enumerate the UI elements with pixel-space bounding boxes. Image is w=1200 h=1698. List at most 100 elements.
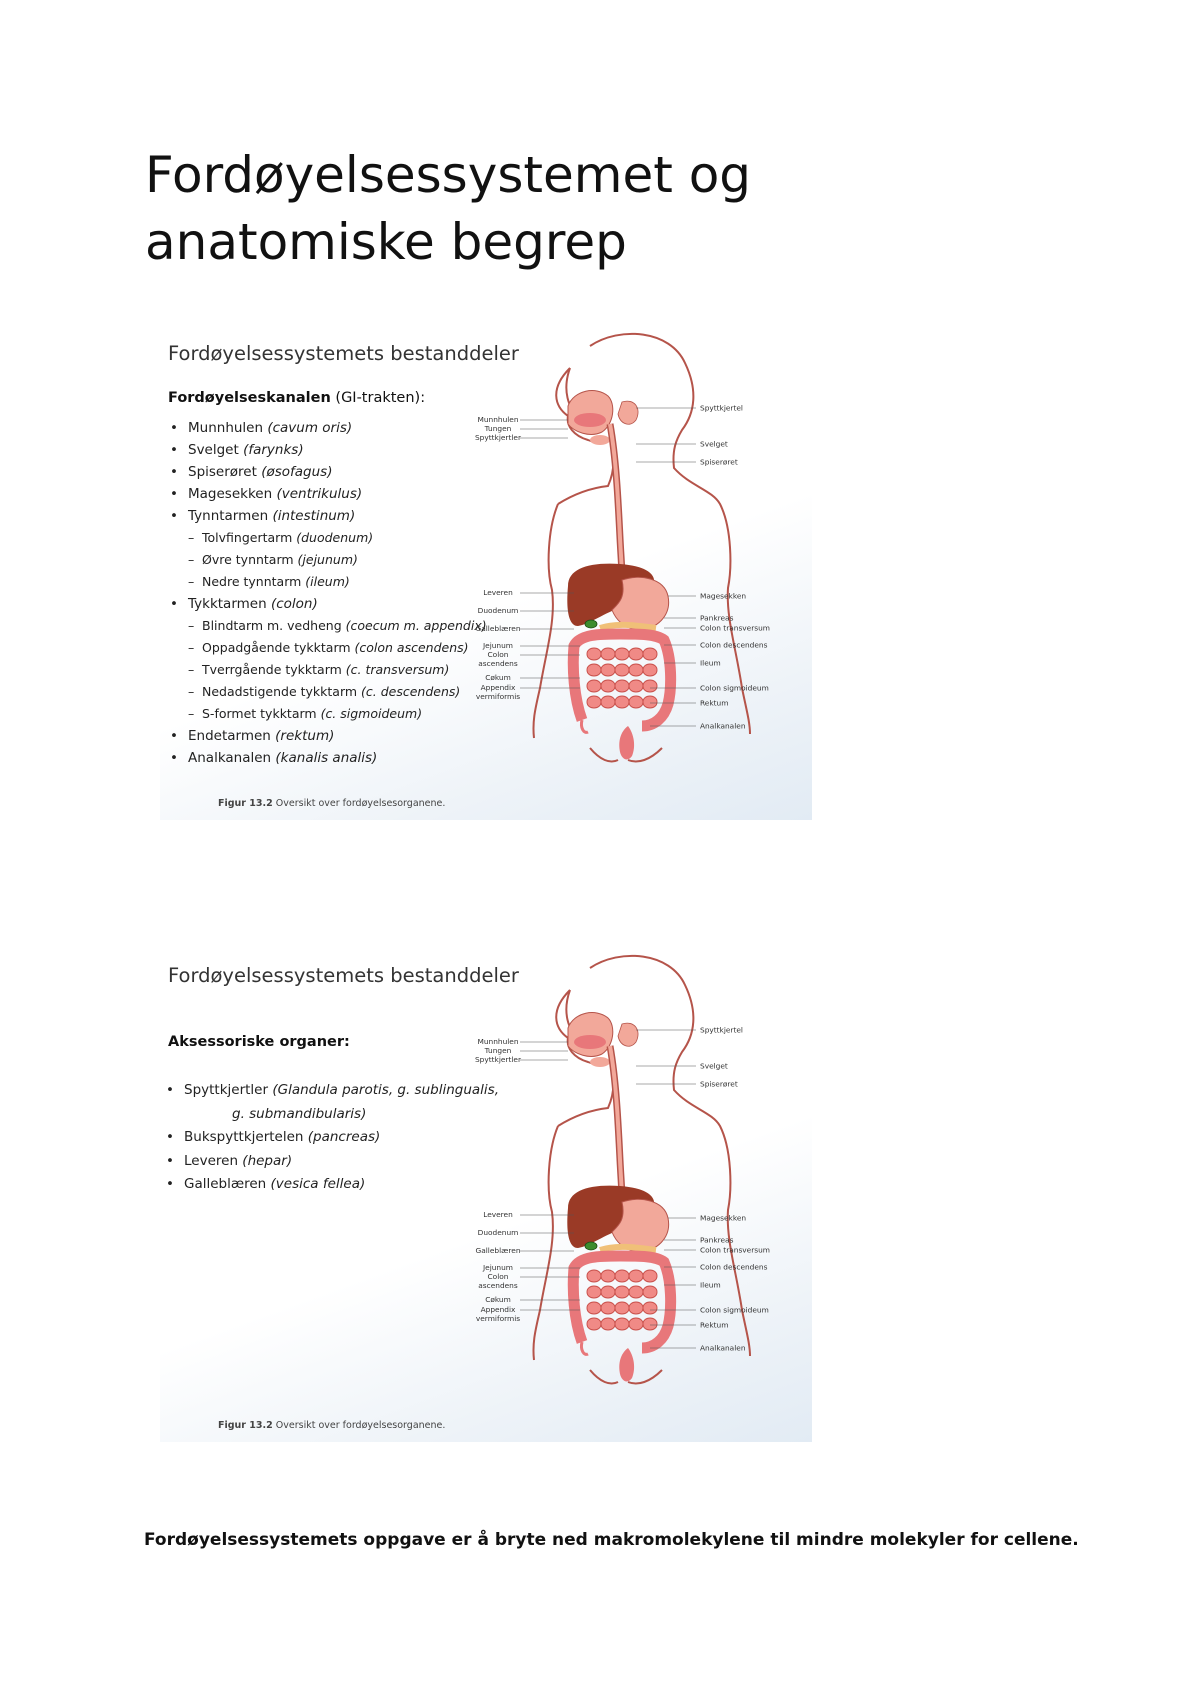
sub-list-item: –Tverrgående tykktarm (c. transversum) <box>188 662 450 677</box>
item-text: Oppadgående tykktarm <box>202 640 355 655</box>
small-intestine-loop <box>600 679 616 693</box>
small-intestine-loop <box>628 1301 644 1315</box>
figure-label-right: Colon sigmoideum <box>700 1306 769 1315</box>
small-intestine-loop <box>614 679 630 693</box>
figure-label-left: Duodenum <box>478 1228 519 1237</box>
small-intestine-loop <box>600 1285 616 1299</box>
item-latin: (hepar) <box>242 1152 293 1169</box>
body-outline <box>532 332 751 739</box>
figure-label-right: Rektum <box>700 699 728 708</box>
bullet-icon: • <box>170 508 178 524</box>
small-intestine-loop <box>586 1301 602 1315</box>
rectum <box>619 726 635 760</box>
bullet-icon: • <box>166 1129 174 1145</box>
list-item: • Tynntarmen (intestinum) <box>170 508 356 524</box>
figure-caption: Figur 13.2 Oversikt over fordøyelsesorga… <box>218 1420 445 1431</box>
caption-text: Oversikt over fordøyelsesorganene. <box>272 798 446 809</box>
small-intestine-loop <box>614 1317 630 1331</box>
figure-label-left: Cøkum <box>485 673 511 682</box>
small-intestine-loop <box>642 1285 658 1299</box>
figure-label-right: Analkanalen <box>700 722 746 731</box>
item-text: Tynntarmen <box>188 508 273 524</box>
list-item: • Endetarmen (rektum) <box>170 728 335 744</box>
figure-label-right: Spyttkjertel <box>700 1026 743 1035</box>
sub-list-item: –Nedre tynntarm (ileum) <box>188 574 350 589</box>
figure-label-left: Jejunum <box>482 641 513 650</box>
small-intestine-loop <box>586 647 602 661</box>
item-latin: (c. sigmoideum) <box>320 706 423 721</box>
list-item: •Svelget (farynks) <box>170 442 304 458</box>
slide-heading: Fordøyelsessystemets bestanddeler <box>168 342 519 365</box>
small-intestine-loop <box>600 1317 616 1331</box>
item-text: Svelget <box>188 442 244 458</box>
small-intestine-loop <box>642 663 658 677</box>
small-intestine-loop <box>586 679 602 693</box>
figure-label-left: Colon <box>488 1272 509 1281</box>
item-latin: (c. transversum) <box>345 662 450 677</box>
item-latin: (vesica fellea) <box>270 1176 366 1192</box>
item-text: Endetarmen <box>188 728 276 744</box>
item-latin: (c. descendens) <box>361 684 461 699</box>
small-intestine-loop <box>628 663 644 677</box>
list-item: •Magesekken (ventrikulus) <box>170 486 363 502</box>
small-intestine-loop <box>614 1269 630 1283</box>
figure-label-left: vermiformis <box>476 692 520 701</box>
list-item: •Spiserøret (øsofagus) <box>170 464 333 480</box>
figure-label-right: Colon sigmoideum <box>700 684 769 693</box>
figure-label-left: Appendix <box>481 683 516 692</box>
item-text: Blindtarm m. vedheng <box>202 618 346 633</box>
small-intestine-loop <box>628 1269 644 1283</box>
figure-label-left: vermiformis <box>476 1314 520 1323</box>
salivary-gland <box>617 400 639 425</box>
figure-caption: Figur 13.2 Oversikt over fordøyelsesorga… <box>218 798 445 809</box>
caption-label: Figur 13.2 <box>218 1420 273 1431</box>
item-latin: (coecum m. appendix) <box>345 618 487 633</box>
figure-label-right: Magesekken <box>700 1214 746 1223</box>
figure-label-right: Ileum <box>700 659 721 668</box>
figure-label-right: Colon descendens <box>700 641 768 650</box>
figure-label-right: Magesekken <box>700 592 746 601</box>
item-latin: (intestinum) <box>272 508 356 524</box>
appendix <box>580 1341 589 1356</box>
bullet-icon: • <box>170 728 178 744</box>
small-intestine-loop <box>642 647 658 661</box>
bullet-icon: • <box>170 420 178 436</box>
small-intestine-loop <box>586 695 602 709</box>
salivary-gland-lower <box>590 1057 610 1067</box>
figure-label-right: Svelget <box>700 440 728 449</box>
oral-cavity <box>567 1012 614 1057</box>
small-intestine-loop <box>600 663 616 677</box>
figure-label-right: Colon transversum <box>700 624 770 633</box>
bullet-icon: • <box>166 1152 174 1169</box>
dash-bullet-icon: – <box>188 706 195 721</box>
bullet-icon: • <box>170 596 178 612</box>
item-latin: (øsofagus) <box>261 464 333 480</box>
figure-label-right: Ileum <box>700 1281 721 1290</box>
item-latin: (ventrikulus) <box>276 486 363 502</box>
small-intestine-loop <box>614 695 630 709</box>
page-title: Fordøyelsessystemet og anatomiske begrep <box>145 146 752 271</box>
list-item: •Leveren (hepar) <box>166 1152 293 1169</box>
figure-label-right: Spyttkjertel <box>700 404 743 413</box>
bullet-icon: • <box>170 750 178 766</box>
figure-label-right: Spiserøret <box>700 1080 738 1089</box>
item-latin: (rektum) <box>275 728 335 744</box>
list-item: •Spyttkjertler (Glandula parotis, g. sub… <box>166 1082 499 1098</box>
figure-label-left: Cøkum <box>485 1295 511 1304</box>
item-text: Galleblæren <box>184 1176 271 1192</box>
figure-label-left: Spyttkjertler <box>475 1055 522 1064</box>
figure-label-left: Spyttkjertler <box>475 433 522 442</box>
bullet-icon: • <box>166 1082 174 1098</box>
figure-label-left: Galleblæren <box>475 624 520 633</box>
pancreas <box>599 1243 657 1253</box>
pelvis-outline <box>589 747 663 763</box>
item-latin: (kanalis analis) <box>275 750 378 766</box>
item-text: S-formet tykktarm <box>202 706 321 721</box>
item-latin: (pancreas) <box>307 1129 381 1145</box>
small-intestine-loop <box>600 1301 616 1315</box>
sub-list-item: –Oppadgående tykktarm (colon ascendens) <box>188 640 469 655</box>
dash-bullet-icon: – <box>188 640 195 655</box>
figure-label-left: ascendens <box>478 659 518 668</box>
small-intestine-loop <box>600 1269 616 1283</box>
